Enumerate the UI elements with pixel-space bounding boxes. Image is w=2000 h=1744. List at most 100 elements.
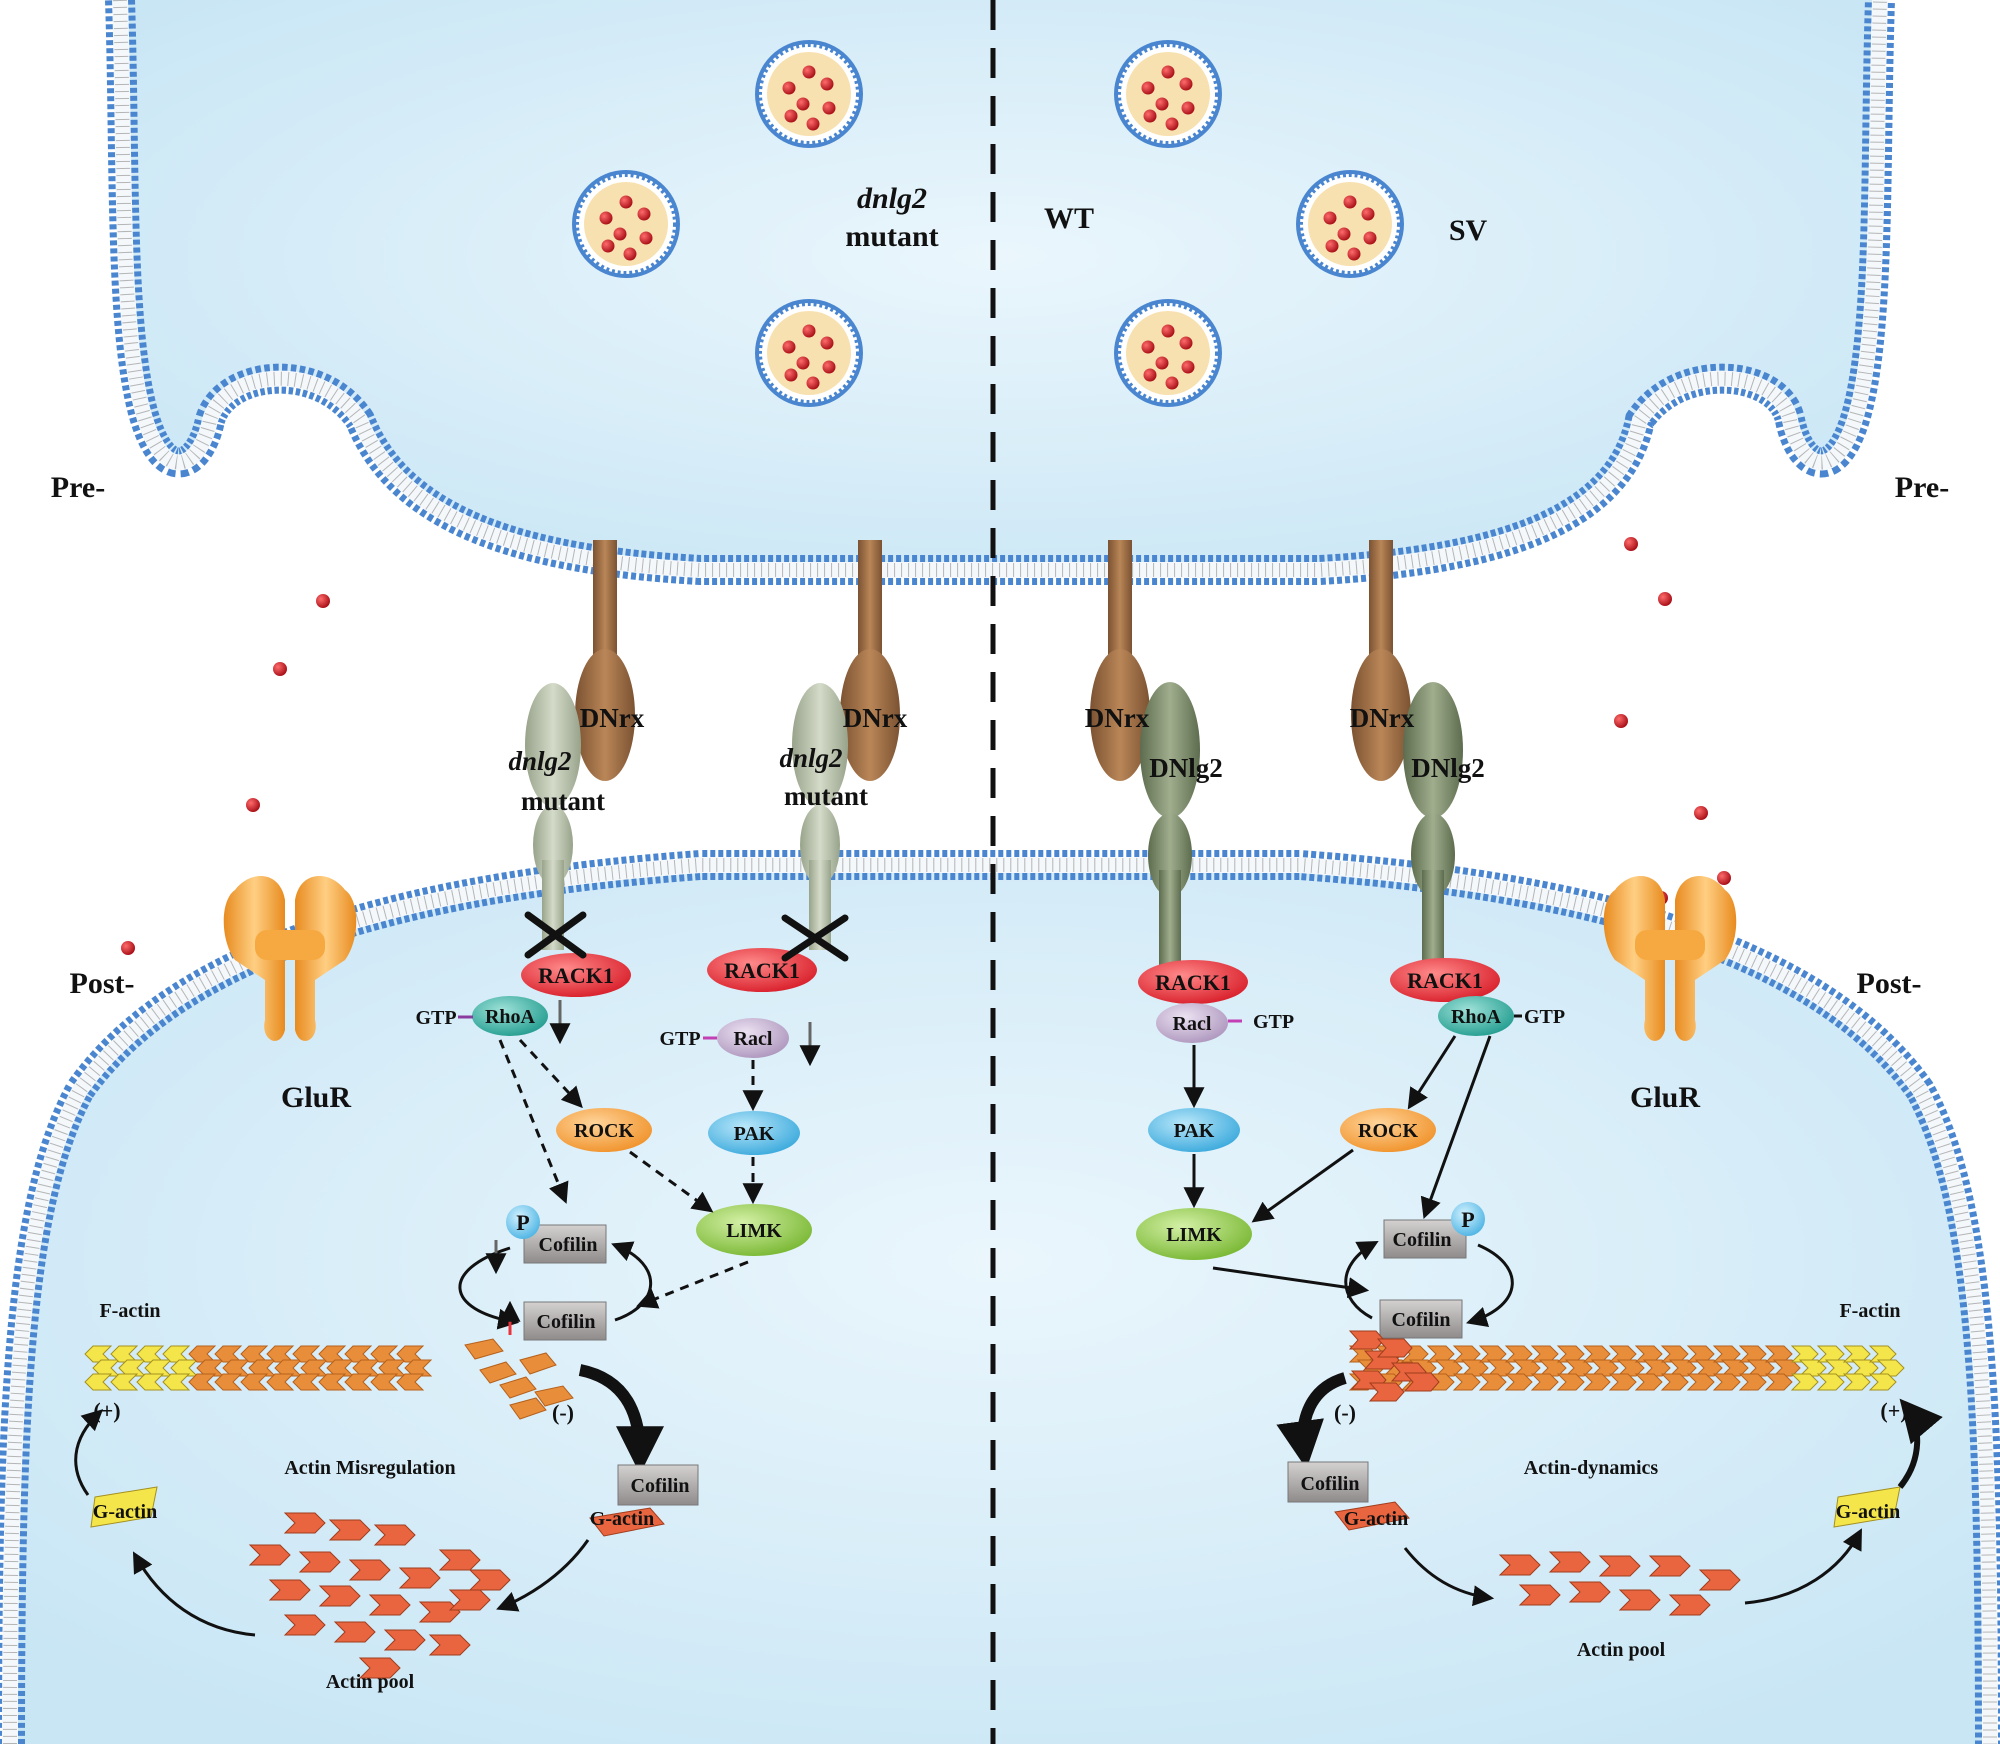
disrupted-binding-cross — [524, 911, 587, 959]
neurotransmitter-dot — [796, 97, 810, 111]
rhoa-label: RhoA — [1451, 1006, 1502, 1028]
actin-subunit — [344, 1345, 373, 1363]
neurotransmitter-dot — [1658, 592, 1672, 606]
actin-subunit — [1478, 1373, 1507, 1391]
post-label-left: Post- — [70, 967, 135, 1000]
actin-subunit — [84, 1345, 113, 1363]
right-signaling-arrows — [1183, 1035, 1492, 1298]
neurotransmitter-dot — [1361, 207, 1375, 221]
actin-subunit — [1712, 1373, 1741, 1391]
g-actin-subunit — [468, 1569, 511, 1591]
pre-label-left: Pre- — [51, 471, 105, 504]
neurotransmitter-dot — [1161, 324, 1175, 338]
mutant-header-label: mutant — [845, 220, 938, 253]
g-actin-subunit — [318, 1585, 361, 1607]
wt-label: WT — [1044, 202, 1094, 235]
neurotransmitter-dot — [822, 360, 836, 374]
dnrx-protein — [1351, 540, 1411, 781]
cofilin-box: Cofilin — [1379, 1299, 1463, 1339]
mutant-label: mutant — [784, 781, 868, 811]
rack1-node: RACK1 — [1138, 960, 1248, 1004]
g-actin-subunit — [368, 1594, 411, 1616]
actin-subunit — [1668, 1359, 1697, 1377]
actin-subunit — [1842, 1373, 1871, 1391]
actin-subunit — [1798, 1359, 1827, 1377]
actin-subunit — [396, 1345, 425, 1363]
dnrx-label: DNrx — [580, 703, 645, 733]
g-actin-subunit — [1618, 1589, 1661, 1611]
glur-receptor-left — [223, 876, 357, 1041]
neurotransmitter-dot — [1624, 537, 1638, 551]
cofilin-label: Cofilin — [1301, 1473, 1360, 1495]
neurotransmitter-dot — [273, 662, 287, 676]
g-actin-subunit — [248, 1544, 291, 1566]
g-actin-subunit — [298, 1551, 341, 1573]
dnlg2-label: DNlg2 — [1411, 753, 1485, 783]
neurotransmitter-dot — [1141, 81, 1155, 95]
actin-subunit — [188, 1373, 217, 1391]
actin-subunit — [136, 1373, 165, 1391]
neurotransmitter-dot — [802, 324, 816, 338]
actin-subunit — [1772, 1359, 1801, 1377]
g-actin-subunit — [1698, 1569, 1741, 1591]
synaptic-vesicle — [755, 40, 863, 148]
g-actin-label: G-actin — [1836, 1501, 1900, 1523]
g-actin-subunit — [418, 1601, 461, 1623]
neurotransmitter-dot — [1141, 340, 1155, 354]
neurotransmitter-dot — [601, 239, 615, 253]
f-actin-filament-right — [1348, 1330, 1905, 1402]
actin-subunit — [110, 1373, 139, 1391]
actin-pool-label: Actin pool — [1577, 1639, 1666, 1661]
neurotransmitter-dot — [623, 247, 637, 261]
rack1-node: RACK1 — [521, 953, 631, 997]
actin-misregulation-label: Actin Misregulation — [284, 1457, 455, 1479]
limk-node: LIMK — [1136, 1208, 1252, 1260]
gtp-label: GTP — [415, 1007, 456, 1029]
actin-subunit — [1530, 1373, 1559, 1391]
neurotransmitter-dot — [802, 65, 816, 79]
neurotransmitter-dot — [782, 81, 796, 95]
actin-subunit — [162, 1345, 191, 1363]
neurotransmitter-dot — [599, 211, 613, 225]
g-actin-subunit — [1518, 1584, 1561, 1606]
actin-subunit — [214, 1345, 243, 1363]
actin-subunit — [110, 1345, 139, 1363]
neurotransmitter-dot — [637, 207, 651, 221]
actin-subunit — [1582, 1373, 1611, 1391]
dnrx-protein — [840, 540, 900, 781]
rac1-label: Racl — [734, 1028, 773, 1050]
post-label-right: Post- — [1857, 967, 1922, 1000]
rack1-label: RACK1 — [538, 963, 614, 988]
neurotransmitter-dot — [1143, 109, 1157, 123]
rock-label: ROCK — [1358, 1120, 1418, 1142]
actin-subunit — [1504, 1373, 1533, 1391]
g-actin-subunit — [428, 1634, 471, 1656]
g-actin-subunit — [1498, 1554, 1541, 1576]
actin-subunit — [370, 1345, 399, 1363]
actin-subunit — [162, 1373, 191, 1391]
dnlg2-label: DNlg2 — [1149, 753, 1223, 783]
neurotransmitter-dot — [822, 101, 836, 115]
neurotransmitter-dot — [806, 376, 820, 390]
g-actin-subunit — [373, 1524, 416, 1546]
plus-end-label: (+) — [93, 1398, 120, 1423]
neurotransmitter-dot — [1347, 247, 1361, 261]
cofilin-label: Cofilin — [1393, 1229, 1452, 1251]
rac1-node: Racl — [717, 1018, 789, 1058]
rack1-label: RACK1 — [1155, 970, 1231, 995]
synaptic-vesicle — [755, 299, 863, 407]
actin-subunit — [1642, 1359, 1671, 1377]
depolymerization-arrow — [1276, 1372, 1347, 1470]
f-actin-label: F-actin — [1839, 1300, 1900, 1322]
neurotransmitter-dot — [782, 340, 796, 354]
neurotransmitter-dot — [121, 941, 135, 955]
dnrx-label: DNrx — [843, 703, 908, 733]
g-actin-subunit — [383, 1629, 426, 1651]
g-actin-label: G-actin — [1344, 1508, 1408, 1530]
neurotransmitter-dot — [820, 77, 834, 91]
actin-subunit — [1686, 1373, 1715, 1391]
synaptic-vesicle — [1296, 170, 1404, 278]
neurotransmitter-dot — [316, 594, 330, 608]
actin-subunit — [1403, 1372, 1440, 1392]
cofilin-phospho-box: Cofilin P — [1383, 1202, 1485, 1259]
